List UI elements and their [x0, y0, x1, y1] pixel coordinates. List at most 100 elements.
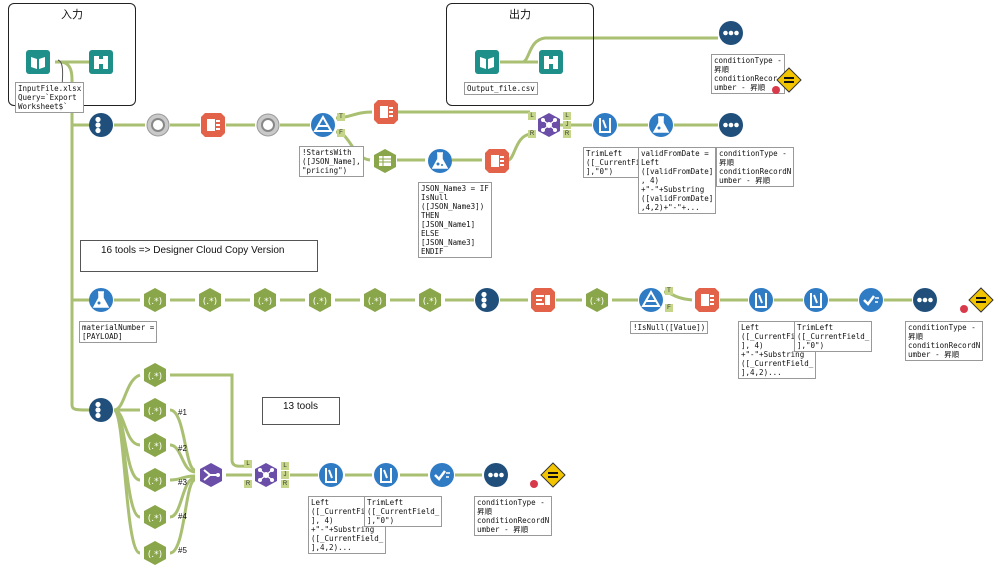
- union-tool-row3[interactable]: [198, 462, 224, 488]
- regex-icon: (.*): [144, 433, 166, 457]
- annotation-input-file: InputFile.xlsx Query=`Export Worksheet$`: [15, 82, 85, 113]
- input-data-tool[interactable]: [25, 49, 51, 75]
- comment-designer-cloud[interactable]: 16 tools => Designer Cloud Copy Version: [80, 240, 318, 272]
- regex-tool-row3-3[interactable]: (.*): [142, 432, 168, 458]
- filter-tool-row1[interactable]: [310, 112, 336, 138]
- join-tool-row1[interactable]: [536, 112, 562, 138]
- transpose-tool-row2[interactable]: [694, 287, 720, 313]
- text-to-columns-tool-row2[interactable]: [530, 287, 556, 313]
- select-tool-row1[interactable]: [372, 148, 398, 174]
- join-icon: [538, 113, 560, 137]
- anchor-join1-J[interactable]: J: [563, 121, 571, 129]
- test-tool-row3[interactable]: [540, 462, 566, 488]
- regex-icon: (.*): [254, 288, 276, 312]
- test-tool-row2[interactable]: [968, 287, 994, 313]
- record-id-tool-row2[interactable]: [474, 287, 500, 313]
- transpose-icon: [695, 288, 719, 312]
- anchor-filter1-false[interactable]: F: [337, 129, 345, 137]
- output-container[interactable]: 出力: [446, 3, 594, 106]
- annotation-output-file: Output_file.csv: [464, 82, 538, 95]
- transpose-tool-row1-bottom[interactable]: [484, 148, 510, 174]
- anchor-join3-left-in[interactable]: L: [244, 460, 252, 468]
- test-icon: [776, 67, 802, 93]
- comment-13-tools-text: 13 tools: [283, 401, 319, 412]
- record-id-icon: [475, 288, 499, 312]
- browse-tool-row1[interactable]: [718, 112, 744, 138]
- multi-field-formula-icon: [374, 463, 398, 487]
- dots-browse-icon: [719, 21, 743, 45]
- anchor-join3-J[interactable]: J: [281, 471, 289, 479]
- anchor-join3-R[interactable]: R: [281, 480, 289, 488]
- svg-text:(.*): (.*): [148, 442, 162, 452]
- gear-tool-row1b[interactable]: [255, 112, 281, 138]
- regex-tool-row3-2[interactable]: (.*): [142, 397, 168, 423]
- comment-designer-cloud-text: 16 tools => Designer Cloud Copy Version: [101, 245, 285, 256]
- input-data-tool-output[interactable]: [474, 49, 500, 75]
- sort-tool-row2[interactable]: [858, 287, 884, 313]
- record-id-tool-row1[interactable]: [88, 112, 114, 138]
- browse-tool-input[interactable]: [88, 49, 114, 75]
- regex-tool-row2-1[interactable]: (.*): [142, 287, 168, 313]
- anchor-join1-R[interactable]: R: [563, 130, 571, 138]
- multi-field-formula-tool-row2a[interactable]: [748, 287, 774, 313]
- browse-tool-top-right[interactable]: [718, 20, 744, 46]
- browse-tool-row2[interactable]: [912, 287, 938, 313]
- formula-tool-row2[interactable]: [88, 287, 114, 313]
- regex-icon: (.*): [364, 288, 386, 312]
- gear-tool-row1a[interactable]: [145, 112, 171, 138]
- formula-tool-row1b[interactable]: [648, 112, 674, 138]
- output-container-title: 出力: [509, 9, 531, 21]
- annotation-browse-row3: conditionType - 昇順 conditionRecordN umbe…: [474, 496, 553, 536]
- union-input-label-3: #3: [178, 478, 187, 487]
- multi-field-formula-tool-row1[interactable]: [592, 112, 618, 138]
- multi-field-formula-icon: [749, 288, 773, 312]
- anchor-join3-right-in[interactable]: R: [244, 480, 252, 488]
- annotation-browse-row1: conditionType - 昇順 conditionRecordN umbe…: [716, 147, 795, 187]
- regex-icon: (.*): [144, 398, 166, 422]
- transpose-tool-row1[interactable]: [200, 112, 226, 138]
- svg-text:(.*): (.*): [368, 297, 382, 307]
- multi-field-formula-tool-row3b[interactable]: [373, 462, 399, 488]
- regex-tool-row3-6[interactable]: (.*): [142, 540, 168, 566]
- annotation-material: materialNumber = [PAYLOAD]: [79, 321, 158, 343]
- anchor-filter1-true[interactable]: T: [337, 113, 345, 121]
- multi-field-formula-tool-row3a[interactable]: [318, 462, 344, 488]
- anchor-join3-L[interactable]: L: [281, 462, 289, 470]
- multi-field-formula-tool-row2b[interactable]: [803, 287, 829, 313]
- regex-tool-row2-5[interactable]: (.*): [362, 287, 388, 313]
- error-marker-row2: [960, 305, 968, 313]
- regex-icon: (.*): [199, 288, 221, 312]
- filter-tool-row2[interactable]: [638, 287, 664, 313]
- anchor-filter2-true[interactable]: T: [665, 287, 673, 295]
- regex-tool-row3-5[interactable]: (.*): [142, 504, 168, 530]
- transpose-icon: [531, 288, 555, 312]
- union-input-label-4: #4: [178, 512, 187, 521]
- regex-icon: (.*): [144, 468, 166, 492]
- regex-tool-row2-4[interactable]: (.*): [307, 287, 333, 313]
- regex-tool-row3-1[interactable]: (.*): [142, 362, 168, 388]
- browse-tool-output[interactable]: [538, 49, 564, 75]
- anchor-filter2-false[interactable]: F: [665, 304, 673, 312]
- test-tool-top-right[interactable]: [776, 67, 802, 93]
- regex-tool-row2-7[interactable]: (.*): [584, 287, 610, 313]
- gear-icon: [146, 113, 170, 137]
- join-tool-row3[interactable]: [253, 462, 279, 488]
- browse-tool-row3[interactable]: [483, 462, 509, 488]
- sort-tool-row3[interactable]: [429, 462, 455, 488]
- regex-tool-row3-4[interactable]: (.*): [142, 467, 168, 493]
- comment-13-tools[interactable]: 13 tools: [262, 397, 340, 425]
- regex-tool-row2-2[interactable]: (.*): [197, 287, 223, 313]
- anchor-join1-right-in[interactable]: R: [528, 130, 536, 138]
- test-icon: [968, 287, 994, 313]
- regex-tool-row2-3[interactable]: (.*): [252, 287, 278, 313]
- regex-tool-row2-6[interactable]: (.*): [417, 287, 443, 313]
- regex-icon: (.*): [586, 288, 608, 312]
- formula-icon: [89, 288, 113, 312]
- record-id-tool-row3[interactable]: [88, 397, 114, 423]
- transpose-tool-row1-top[interactable]: [373, 99, 399, 125]
- formula-tool-row1[interactable]: [427, 148, 453, 174]
- anchor-join1-L[interactable]: L: [563, 112, 571, 120]
- dots-browse-icon: [913, 288, 937, 312]
- anchor-join1-left-in[interactable]: L: [528, 112, 536, 120]
